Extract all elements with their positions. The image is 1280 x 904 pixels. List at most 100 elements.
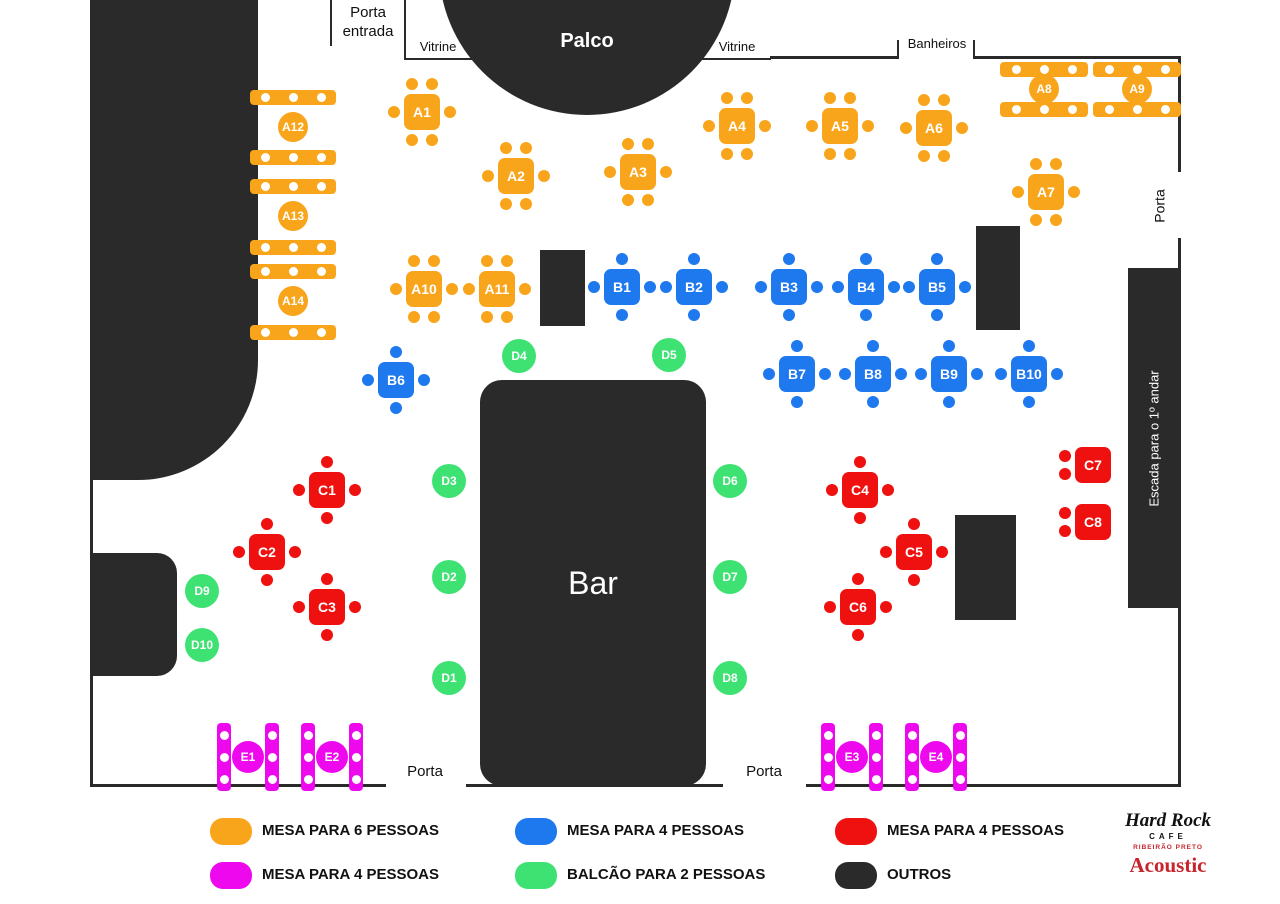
seat-dot [915,368,927,380]
seat-dot [880,601,892,613]
counter-D8: D8 [713,661,747,695]
seat-dot [862,120,874,132]
bench-seat-dot [907,752,917,762]
seat-dot [882,484,894,496]
counter-D3: D3 [432,464,466,498]
table-A10: A10 [406,271,442,307]
wall-bathrooms-tick-right [973,40,975,59]
seat-dot [860,309,872,321]
seat-dot [959,281,971,293]
table-B3: B3 [771,269,807,305]
bench-seat-dot [288,327,298,337]
bench-seat-dot [316,92,326,102]
table-B8: B8 [855,356,891,392]
seat-dot [388,106,400,118]
bench-seat-dot [871,752,881,762]
seat-dot [852,629,864,641]
seat-dot [931,253,943,265]
seat-dot [349,601,361,613]
wall-bathrooms-tick-left [897,40,899,59]
bench-seat-dot [1104,104,1114,114]
legend-swatch-orange [210,818,252,845]
seat-dot [852,573,864,585]
seat-dot [349,484,361,496]
bench-seat-dot [1067,64,1077,74]
bench-seat-dot [823,774,833,784]
seat-dot [783,309,795,321]
seat-dot [688,309,700,321]
seat-dot [854,512,866,524]
seat-dot [520,198,532,210]
seat-dot [520,142,532,154]
seat-dot [936,546,948,558]
seat-dot [463,283,475,295]
table-C7: C7 [1075,447,1111,483]
seat-dot [362,374,374,386]
seat-dot [995,368,1007,380]
wall-bathrooms-left [770,56,898,59]
bench-seat-dot [1160,104,1170,114]
logo-city-text: RIBEIRÃO PRETO [1133,844,1203,852]
seat-dot [406,134,418,146]
pillar-block-3 [955,515,1016,620]
table-C4: C4 [842,472,878,508]
seat-dot [791,396,803,408]
table-A14: A14 [278,286,308,316]
table-B4: B4 [848,269,884,305]
bench-seat-dot [955,752,965,762]
seat-dot [931,309,943,321]
seat-dot [1050,214,1062,226]
bench-seat-dot [267,730,277,740]
table-C6: C6 [840,589,876,625]
seat-dot [321,573,333,585]
legend-label-blue: MESA PARA 4 PESSOAS [567,822,744,839]
table-A6: A6 [916,110,952,146]
bench-seat-dot [303,730,313,740]
seat-dot [293,601,305,613]
seat-dot [918,150,930,162]
stage [439,0,735,115]
table-B10: B10 [1011,356,1047,392]
seat-dot [716,281,728,293]
bench-seat-dot [288,92,298,102]
bench-seat-dot [316,152,326,162]
stairs-block: Escada para o 1º andar [1128,268,1180,608]
table-E1: E1 [232,741,264,773]
seat-dot [233,546,245,558]
vitrine-right-label: Vitrine [718,39,756,54]
entrance-box-left-line [330,0,332,46]
seat-dot [604,166,616,178]
legend-label-orange: MESA PARA 6 PESSOAS [262,822,439,839]
legend-swatch-magenta [210,862,252,889]
seat-dot [1059,468,1071,480]
table-B5: B5 [919,269,955,305]
seat-dot [759,120,771,132]
bench-seat-dot [260,92,270,102]
wall-left [90,478,93,787]
seat-dot [721,148,733,160]
bench-seat-dot [316,242,326,252]
door-right-label: Porta [1152,189,1168,223]
seat-dot [660,166,672,178]
pillar-block-1 [540,250,585,326]
seat-dot [688,253,700,265]
seat-dot [971,368,983,380]
seat-dot [721,92,733,104]
table-A2: A2 [498,158,534,194]
seat-dot [538,170,550,182]
seat-dot [844,92,856,104]
wall-bottom-segment-1 [90,784,386,787]
seat-dot [321,512,333,524]
seat-dot [406,78,418,90]
seat-dot [321,456,333,468]
seat-dot [1050,158,1062,170]
legend-swatch-green [515,862,557,889]
seat-dot [943,340,955,352]
legend-label-magenta: MESA PARA 4 PESSOAS [262,866,439,883]
table-C1: C1 [309,472,345,508]
counter-D10: D10 [185,628,219,662]
hard-rock-logo: Hard Rock CAFE RIBEIRÃO PRETO Acoustic [1118,810,1218,877]
table-E3: E3 [836,741,868,773]
bar-label: Bar [568,564,618,601]
